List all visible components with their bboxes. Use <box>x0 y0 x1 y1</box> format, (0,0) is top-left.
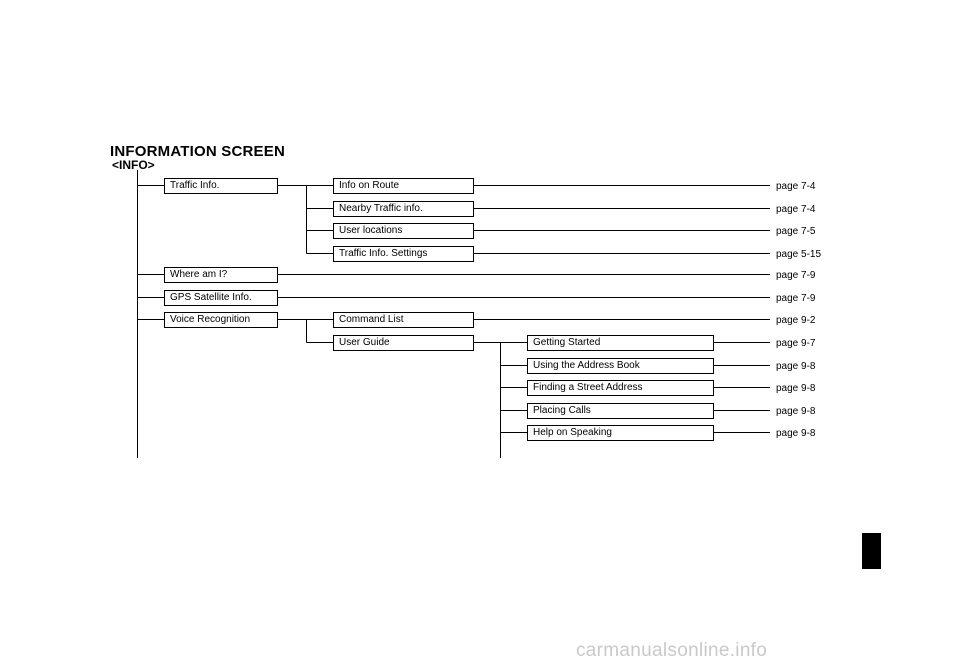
menu-item-finding-street-address[interactable]: Finding a Street Address <box>527 380 714 396</box>
menu-item-where-am-i[interactable]: Where am I? <box>164 267 278 283</box>
page-ref-user-locations: page 7-5 <box>776 226 816 237</box>
page-ref-info-on-route: page 7-4 <box>776 181 816 192</box>
menu-item-placing-calls[interactable]: Placing Calls <box>527 403 714 419</box>
page-ref-nearby-traffic-info: page 7-4 <box>776 204 816 215</box>
menu-item-using-address-book[interactable]: Using the Address Book <box>527 358 714 374</box>
menu-item-gps-satellite-info[interactable]: GPS Satellite Info. <box>164 290 278 306</box>
menu-item-help-on-speaking[interactable]: Help on Speaking <box>527 425 714 441</box>
watermark: carmanualsonline.info <box>576 640 768 661</box>
menu-item-user-guide[interactable]: User Guide <box>333 335 474 351</box>
page-ref-placing-calls: page 9-8 <box>776 406 816 417</box>
section-tab-marker <box>862 533 881 569</box>
page-ref-traffic-info-settings: page 5-15 <box>776 249 822 260</box>
menu-item-info-on-route[interactable]: Info on Route <box>333 178 474 194</box>
page-ref-where-am-i: page 7-9 <box>776 270 816 281</box>
menu-item-command-list[interactable]: Command List <box>333 312 474 328</box>
menu-item-user-locations[interactable]: User locations <box>333 223 474 239</box>
page-ref-help-on-speaking: page 9-8 <box>776 428 816 439</box>
page-ref-command-list: page 9-2 <box>776 315 816 326</box>
page-ref-using-address-book: page 9-8 <box>776 361 816 372</box>
menu-item-getting-started[interactable]: Getting Started <box>527 335 714 351</box>
page-ref-gps-satellite-info: page 7-9 <box>776 293 816 304</box>
menu-item-traffic-info-settings[interactable]: Traffic Info. Settings <box>333 246 474 262</box>
page-title: INFORMATION SCREEN <box>110 143 285 160</box>
menu-item-voice-recognition[interactable]: Voice Recognition <box>164 312 278 328</box>
menu-item-nearby-traffic-info[interactable]: Nearby Traffic info. <box>333 201 474 217</box>
page-ref-finding-street-address: page 9-8 <box>776 383 816 394</box>
page-ref-getting-started: page 9-7 <box>776 338 816 349</box>
menu-item-traffic-info[interactable]: Traffic Info. <box>164 178 278 194</box>
root-label: <INFO> <box>112 158 155 172</box>
